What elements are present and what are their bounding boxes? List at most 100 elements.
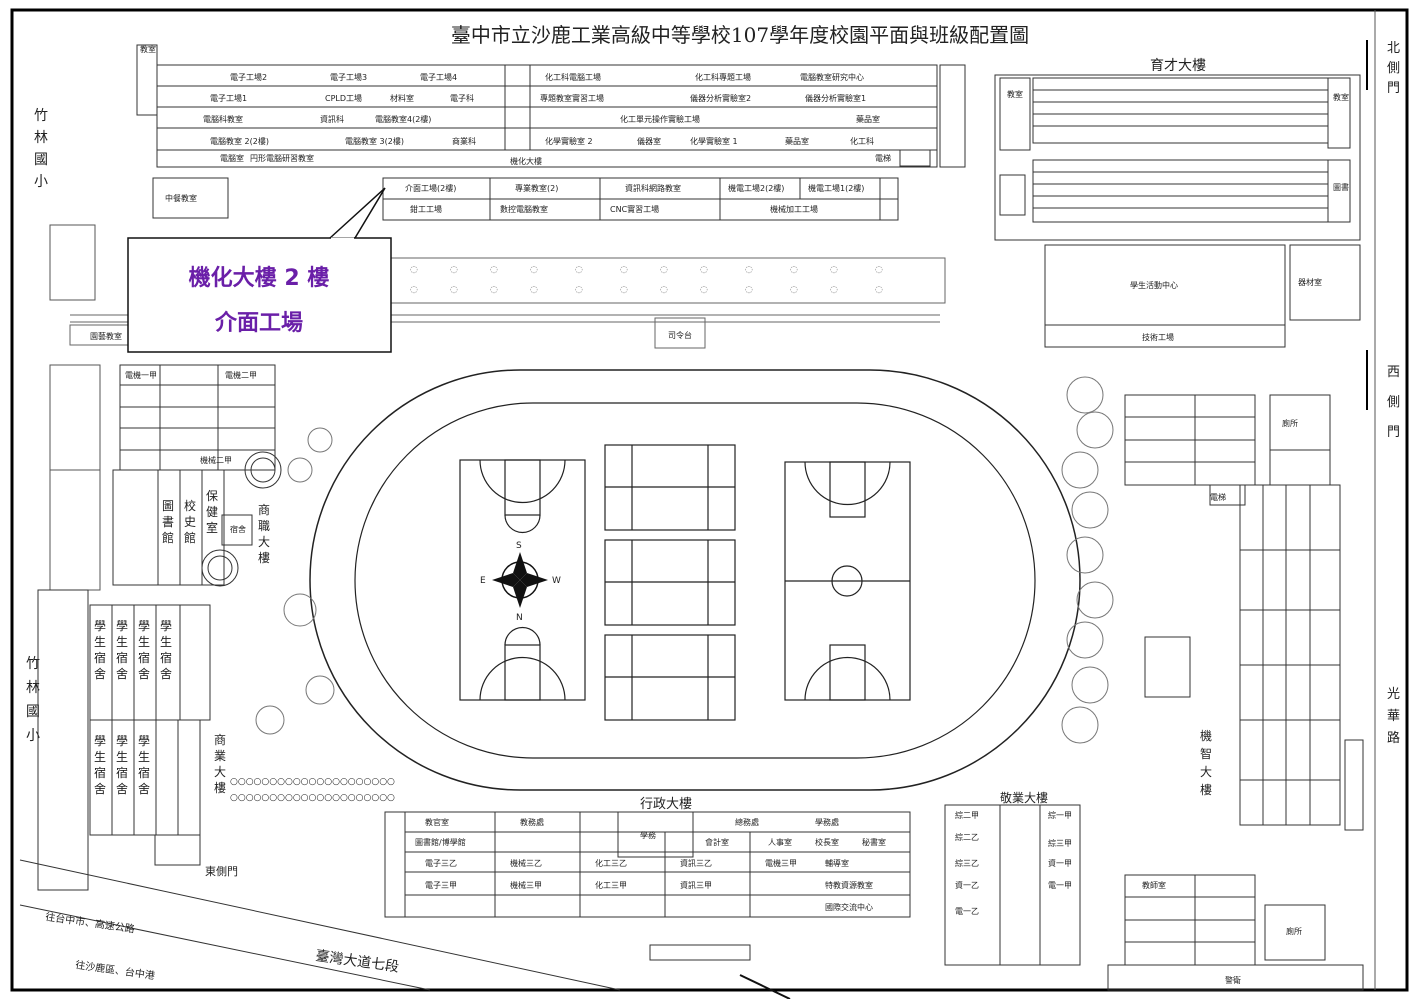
svg-text:教室: 教室	[140, 44, 156, 54]
boyi-building-label: 行政大樓	[640, 797, 692, 812]
callout-box: 機化大樓 2 樓 介面工場	[127, 187, 392, 353]
svg-text:電子科: 電子科	[450, 93, 474, 103]
svg-text:小: 小	[34, 174, 48, 190]
svg-text:資一乙: 資一乙	[955, 880, 979, 890]
svg-text:◌: ◌	[700, 265, 708, 275]
svg-text:樓: 樓	[214, 780, 226, 795]
svg-text:電子工場1: 電子工場1	[210, 93, 247, 103]
svg-text:樓: 樓	[258, 550, 270, 565]
east-gate-label: 東側門	[205, 865, 238, 878]
svg-text:校長室: 校長室	[815, 837, 839, 847]
svg-text:大: 大	[1200, 765, 1212, 779]
yucai-building	[994, 74, 1361, 241]
svg-text:國: 國	[26, 704, 40, 720]
callout-pointer	[328, 187, 386, 239]
svg-text:◌: ◌	[660, 285, 668, 295]
svg-text:◌: ◌	[790, 265, 798, 275]
jihua-building-label: 機化大樓	[510, 156, 542, 166]
svg-text:機: 機	[1200, 728, 1212, 743]
svg-text:◌: ◌	[410, 285, 418, 295]
svg-text:大: 大	[258, 535, 270, 549]
svg-text:◌: ◌	[450, 265, 458, 275]
bottom-road-label-1: 往台中市、高速公路	[45, 910, 136, 935]
svg-text:保: 保	[206, 489, 218, 503]
svg-text:◌: ◌	[450, 285, 458, 295]
compass-east: E	[480, 576, 486, 586]
svg-text:◌: ◌	[410, 265, 418, 275]
svg-text:電一乙: 電一乙	[955, 907, 979, 916]
svg-text:教務處: 教務處	[520, 817, 544, 827]
svg-text:華: 華	[1387, 709, 1400, 724]
student-center-label: 學生活動中心	[1130, 280, 1178, 290]
svg-text:綜二甲: 綜二甲	[955, 810, 979, 820]
svg-text:宿: 宿	[94, 650, 106, 665]
svg-text:機電工場2(2樓): 機電工場2(2樓)	[728, 183, 784, 193]
svg-text:圖: 圖	[162, 499, 174, 513]
svg-text:廁所: 廁所	[1282, 418, 1298, 428]
room-label: 電子工場2	[230, 72, 267, 82]
svg-text:學: 學	[94, 734, 106, 748]
svg-text:廁所: 廁所	[1286, 926, 1302, 936]
svg-text:◌: ◌	[830, 285, 838, 295]
svg-text:舍: 舍	[160, 666, 172, 681]
compass-north: N	[516, 613, 523, 623]
svg-text:宿: 宿	[138, 765, 150, 780]
svg-text:智: 智	[1200, 746, 1212, 761]
svg-text:電腦教室 3(2樓): 電腦教室 3(2樓)	[345, 136, 404, 146]
svg-text:側: 側	[1387, 61, 1400, 76]
svg-text:CPLD工場: CPLD工場	[325, 93, 362, 103]
left-mid-buildings	[37, 364, 276, 891]
svg-text:電腦室: 電腦室	[220, 153, 244, 163]
svg-text:藥品室: 藥品室	[856, 114, 880, 124]
bottom-road-main-label: 臺灣大道七段	[314, 948, 399, 976]
svg-text:材料室: 材料室	[390, 93, 414, 103]
svg-text:秘書室: 秘書室	[862, 837, 886, 847]
svg-text:專題教室實習工場: 專題教室實習工場	[540, 93, 604, 103]
svg-text:舍: 舍	[138, 666, 150, 681]
svg-text:電梯: 電梯	[875, 153, 891, 163]
svg-text:綜三乙: 綜三乙	[955, 858, 979, 868]
svg-text:◌: ◌	[620, 265, 628, 275]
svg-text:側: 側	[1387, 395, 1400, 410]
svg-text:電一甲: 電一甲	[1048, 881, 1072, 890]
svg-text:館: 館	[162, 530, 174, 545]
svg-text:◌: ◌	[745, 265, 753, 275]
student-activity-center	[1044, 244, 1361, 348]
svg-text:學: 學	[138, 734, 150, 748]
svg-text:◌: ◌	[875, 285, 883, 295]
top-left-room-labels: 電子工場2 電子工場3 電子工場4 化工科電腦工場 化工科專題工場 電腦教室研究…	[140, 44, 891, 166]
svg-text:史: 史	[184, 515, 196, 529]
basketball-court-right	[784, 461, 911, 701]
storage-label: 器材室	[1298, 277, 1322, 287]
svg-text:電腦科教室: 電腦科教室	[203, 114, 243, 124]
yucai-building-label: 育才大樓	[1150, 58, 1206, 74]
svg-text:機電工場1(2樓): 機電工場1(2樓)	[808, 183, 864, 193]
svg-text:門: 門	[1387, 425, 1400, 440]
svg-text:◌: ◌	[790, 285, 798, 295]
running-track	[309, 369, 1081, 791]
svg-text:教師室: 教師室	[1142, 880, 1166, 890]
svg-text:電機一甲: 電機一甲	[125, 370, 157, 380]
svg-text:大: 大	[214, 765, 226, 779]
svg-text:機械二甲: 機械二甲	[200, 455, 232, 465]
svg-text:學: 學	[116, 619, 128, 633]
tennis-courts	[604, 444, 736, 721]
svg-text:◌: ◌	[575, 265, 583, 275]
svg-text:北: 北	[1387, 41, 1400, 56]
svg-text:電子三乙: 電子三乙	[425, 859, 457, 868]
roundabout-icons	[201, 451, 282, 587]
svg-text:化學實驗室 2: 化學實驗室 2	[545, 136, 593, 146]
svg-text:資訊三乙: 資訊三乙	[680, 858, 712, 868]
parking-markers: ◌◌◌ ◌◌◌ ◌◌◌ ◌◌◌ ◌◌◌ ◌◌◌ ◌◌◌ ◌◌◌	[410, 265, 883, 295]
svg-text:◌: ◌	[530, 265, 538, 275]
svg-text:樓: 樓	[1200, 782, 1212, 797]
svg-text:儀器分析實驗室1: 儀器分析實驗室1	[805, 93, 866, 103]
svg-text:化工三甲: 化工三甲	[595, 880, 627, 890]
svg-text:化學實驗室 1: 化學實驗室 1	[690, 136, 738, 146]
right-road-label: 光 華 路	[1387, 687, 1400, 746]
svg-text:藥品室: 藥品室	[785, 136, 809, 146]
svg-text:館: 館	[184, 530, 196, 545]
svg-text:職: 職	[258, 519, 270, 533]
svg-text:化工科專題工場: 化工科專題工場	[695, 72, 751, 82]
